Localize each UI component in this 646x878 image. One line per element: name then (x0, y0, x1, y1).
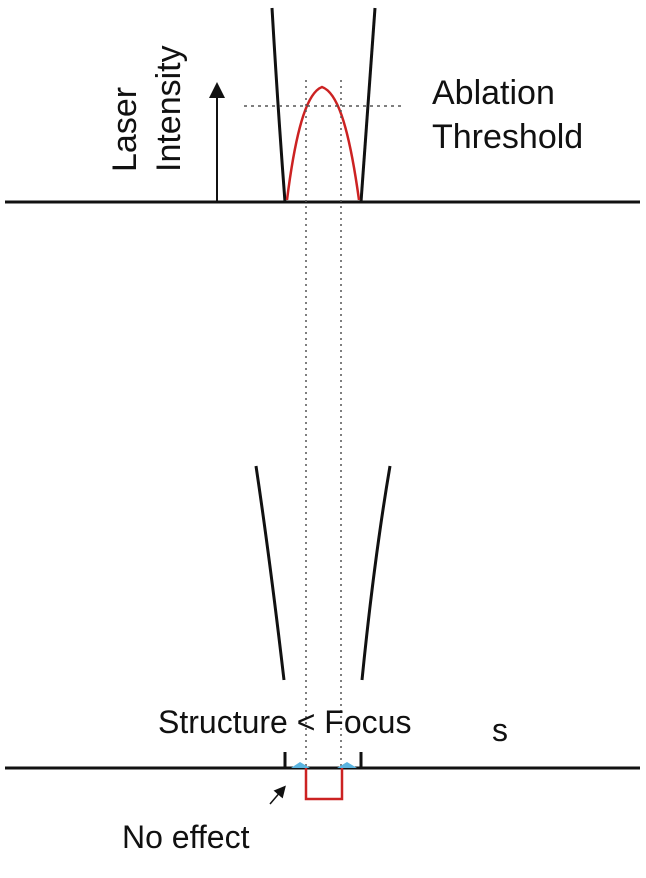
bottom-beam-left-boundary (254, 465, 286, 681)
no-effect-label: No effect (122, 819, 250, 855)
intensity-label-line2: Intensity (150, 45, 188, 172)
intensity-profile-curve (285, 85, 361, 201)
ablated-structure-groove (304, 768, 344, 801)
spot-marker-left (291, 762, 310, 768)
threshold-label-line1: Ablation (432, 74, 555, 112)
s-label: s (492, 712, 508, 748)
top-beam-right-boundary (359, 7, 377, 203)
threshold-label-line2: Threshold (432, 118, 583, 156)
structure-focus-label: Structure < Focus (158, 704, 411, 740)
intensity-label-line1: Laser (106, 87, 144, 172)
no-effect-pointer-arrow (269, 785, 286, 805)
bottom-beam-right-boundary (360, 465, 392, 681)
top-beam-left-boundary (270, 7, 287, 203)
spot-marker-right (337, 762, 357, 768)
